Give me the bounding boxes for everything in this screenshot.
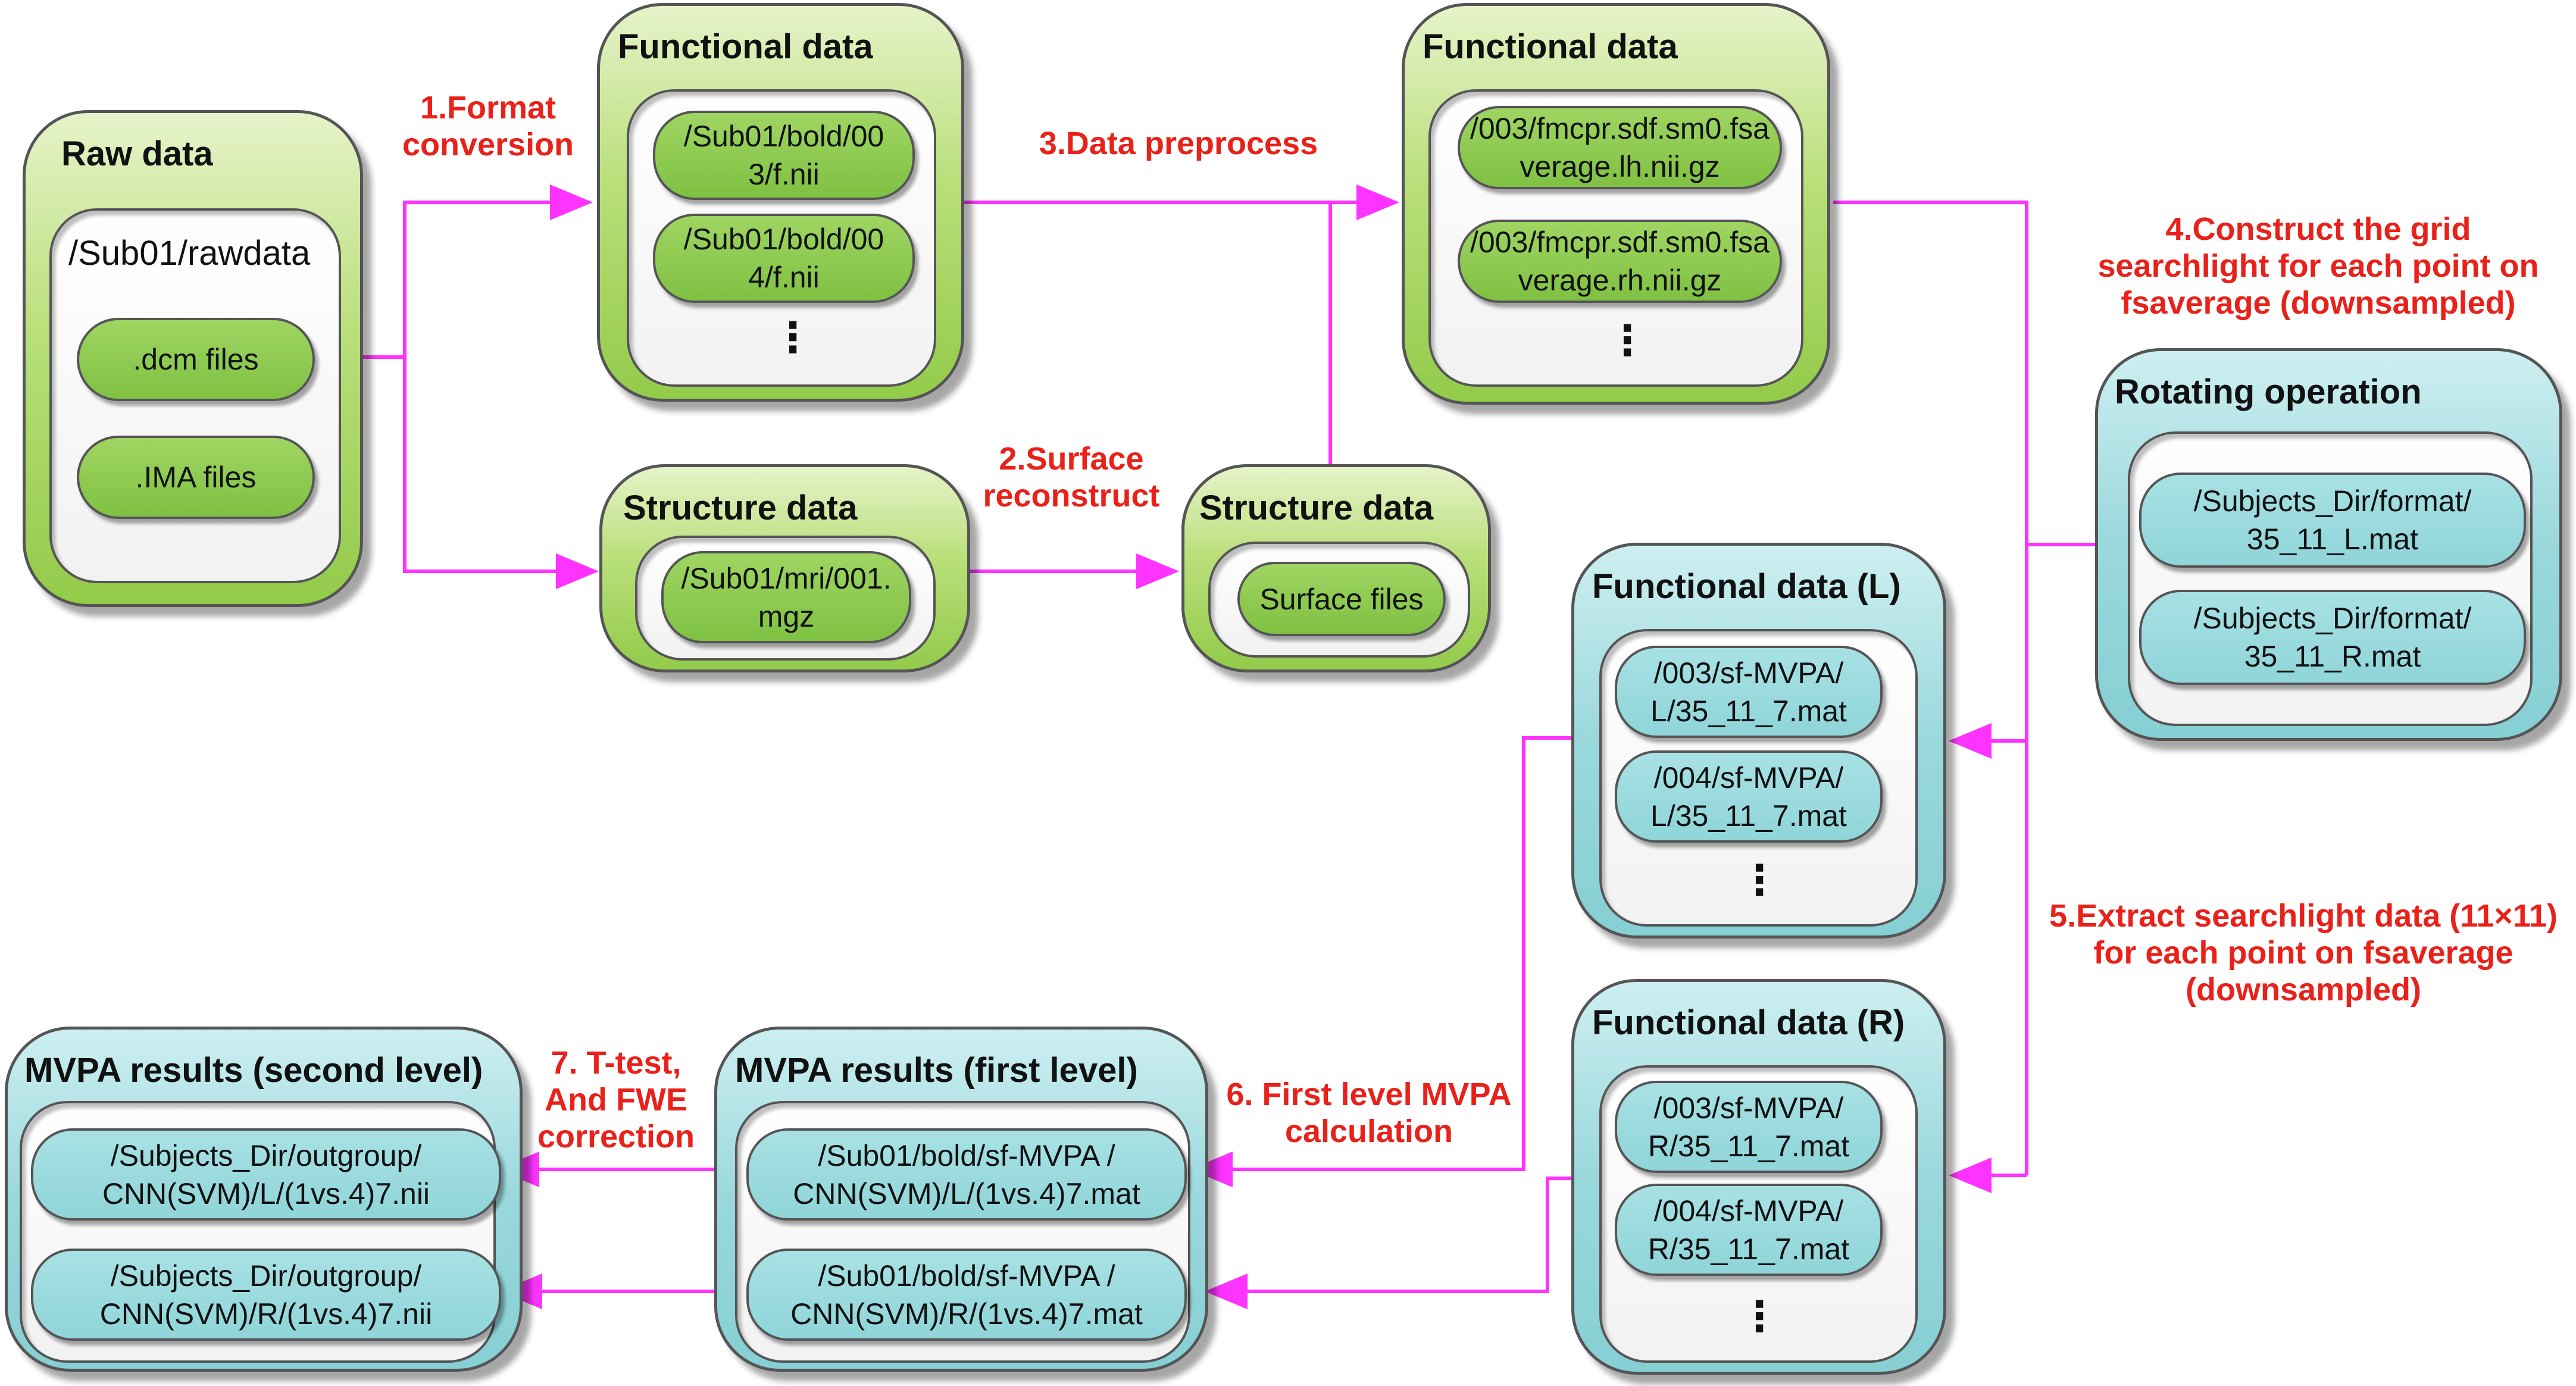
more-icon: ⋮ (1606, 317, 1648, 364)
file-item: /003/fmcpr.sdf.sm0.fsa verage.rh.nii.gz (1458, 220, 1782, 303)
functional-data-R-box: Functional data (R) /003/sf-MVPA/ R/35_1… (1571, 979, 1946, 1375)
raw-data-folder: /Sub01/rawdata .dcm files .IMA files (49, 208, 341, 583)
preprocessed-functional-box: Functional data /003/fmcpr.sdf.sm0.fsa v… (1402, 3, 1830, 405)
file-item: /Sub01/bold/sf-MVPA / CNN(SVM)/R/(1vs.4)… (746, 1249, 1187, 1341)
file-item: /003/fmcpr.sdf.sm0.fsa verage.lh.nii.gz (1458, 106, 1782, 189)
surface-data-list: Surface files (1208, 542, 1470, 658)
mvpa-second-level-list: /Subjects_Dir/outgroup/ CNN(SVM)/L/(1vs.… (20, 1101, 501, 1363)
file-item: /Sub01/bold/00 3/f.nii (653, 111, 915, 200)
box-title: Structure data (1199, 489, 1434, 527)
file-item: /Sub01/bold/00 4/f.nii (653, 214, 915, 303)
file-item: /Subjects_Dir/outgroup/ CNN(SVM)/L/(1vs.… (31, 1128, 501, 1221)
more-icon: ⋮ (1739, 857, 1780, 903)
step-label-extract-searchlight: 5.Extract searchlight data (11×11) for e… (2049, 898, 2558, 1008)
preprocessed-functional-list: /003/fmcpr.sdf.sm0.fsa verage.lh.nii.gz … (1428, 89, 1803, 387)
mvpa-second-level-box: MVPA results (second level) /Subjects_Di… (5, 1027, 523, 1372)
functional-data-L-box: Functional data (L) /003/sf-MVPA/ L/35_1… (1571, 543, 1946, 938)
surface-data-box: Structure data Surface files (1181, 464, 1491, 672)
step-label-format-conversion: 1.Format conversion (402, 90, 574, 162)
box-title: MVPA results (second level) (24, 1051, 483, 1090)
box-title: Functional data (618, 27, 873, 66)
functional-data-R-list: /003/sf-MVPA/ R/35_11_7.mat /004/sf-MVPA… (1599, 1065, 1918, 1363)
file-item: /004/sf-MVPA/ R/35_11_7.mat (1615, 1184, 1883, 1276)
file-item: /Subjects_Dir/format/ 35_11_L.mat (2139, 473, 2526, 568)
raw-data-box: Raw data /Sub01/rawdata .dcm files .IMA … (23, 110, 363, 607)
box-title: Raw data (61, 134, 213, 173)
box-title: Functional data (L) (1592, 567, 1901, 606)
box-title: Functional data (R) (1592, 1003, 1905, 1042)
file-item: /003/sf-MVPA/ L/35_11_7.mat (1615, 646, 1883, 738)
box-title: Structure data (623, 489, 858, 527)
structure-data-box: Structure data /Sub01/mri/001. mgz (599, 464, 970, 672)
file-item: /004/sf-MVPA/ L/35_11_7.mat (1615, 750, 1883, 843)
rotating-operation-box: Rotating operation /Subjects_Dir/format/… (2095, 348, 2562, 741)
file-item: /Sub01/bold/sf-MVPA / CNN(SVM)/L/(1vs.4)… (746, 1128, 1187, 1221)
folder-label: /Sub01/rawdata (68, 234, 311, 273)
arrow-raw-to-functional (357, 184, 593, 359)
line-preprocessed-down (1833, 201, 2028, 1175)
file-item: /Subjects_Dir/outgroup/ CNN(SVM)/R/(1vs.… (31, 1249, 501, 1341)
arrow-L-to-mvpa (1190, 736, 1574, 1187)
arrow-raw-to-structure (403, 357, 599, 589)
file-item: .dcm files (77, 318, 315, 401)
functional-data-list: /Sub01/bold/00 3/f.nii /Sub01/bold/00 4/… (627, 89, 936, 387)
step-label-data-preprocess: 3.Data preprocess (1039, 126, 1318, 161)
file-item: /003/sf-MVPA/ R/35_11_7.mat (1615, 1081, 1883, 1173)
step-label-ttest-fwe: 7. T-test, And FWE correction (537, 1045, 695, 1155)
step-label-construct-grid: 4.Construct the grid searchlight for eac… (2097, 211, 2539, 321)
structure-data-list: /Sub01/mri/001. mgz (635, 536, 936, 661)
step-label-first-level-mvpa: 6. First level MVPA calculation (1226, 1077, 1512, 1149)
mvpa-first-level-box: MVPA results (first level) /Sub01/bold/s… (714, 1027, 1208, 1372)
file-item: Surface files (1237, 562, 1446, 636)
functional-data-L-list: /003/sf-MVPA/ L/35_11_7.mat /004/sf-MVPA… (1599, 629, 1918, 927)
file-item: /Sub01/mri/001. mgz (661, 551, 911, 643)
arrow-R-to-mvpa (1205, 1177, 1574, 1309)
box-title: Functional data (1423, 27, 1678, 66)
rotating-operation-list: /Subjects_Dir/format/ 35_11_L.mat /Subje… (2128, 431, 2533, 726)
box-title: Rotating operation (2115, 373, 2422, 411)
file-item: /Subjects_Dir/format/ 35_11_R.mat (2139, 590, 2526, 685)
more-icon: ⋮ (772, 314, 814, 361)
more-icon: ⋮ (1739, 1293, 1780, 1340)
file-item: .IMA files (77, 436, 315, 519)
box-title: MVPA results (first level) (735, 1051, 1138, 1090)
functional-data-box: Functional data /Sub01/bold/00 3/f.nii /… (597, 3, 964, 402)
mvpa-first-level-list: /Sub01/bold/sf-MVPA / CNN(SVM)/L/(1vs.4)… (735, 1101, 1190, 1363)
step-label-surface-reconstruct: 2.Surface reconstruct (983, 441, 1160, 514)
